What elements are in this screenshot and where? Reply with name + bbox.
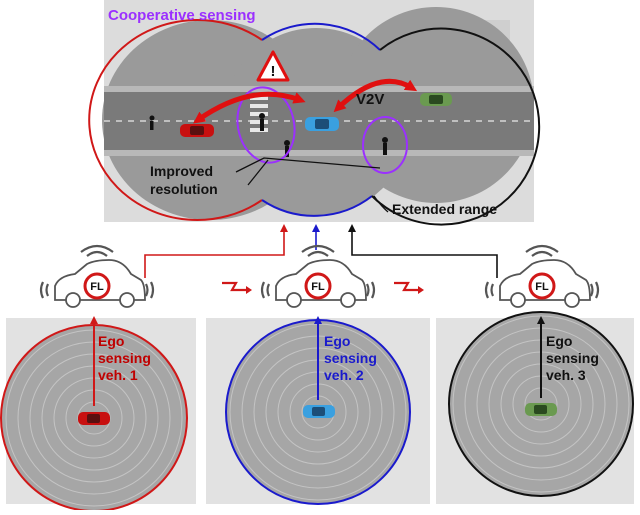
- warning-icon: !: [256, 50, 290, 82]
- vehicle-2-fl-label: FL: [311, 281, 325, 293]
- v2v-label: V2V: [356, 91, 384, 108]
- improved-callout-line: [235, 157, 381, 173]
- improved-callout-line-2: [247, 159, 269, 186]
- panel-title: Cooperative sensing: [108, 7, 256, 24]
- extended-range-label: Extended range: [392, 201, 497, 217]
- ego-panel-1-car: [78, 412, 110, 425]
- v2v-arrow-right: [333, 78, 418, 113]
- ego-panel-2-label-1: Ego: [324, 333, 350, 349]
- ego-panel-3-car: [525, 403, 557, 416]
- improved-resolution-highlight-2: [362, 116, 408, 174]
- blue-coverage-outline-bottom: [261, 195, 373, 217]
- vehicle-1-fl-label: FL: [90, 281, 104, 293]
- blue-coverage-outline-top: [261, 22, 381, 51]
- ego-panel-3-label-2: sensing: [546, 350, 599, 366]
- improved-label: Improved: [150, 163, 213, 179]
- ego-panel-2-label-3: veh. 2: [324, 367, 364, 383]
- cooperative-panel: ! Cooperative sensing V2V Improved resol…: [88, 0, 541, 226]
- ego-panel-1-label-1: Ego: [98, 333, 124, 349]
- car-red-top: [180, 124, 214, 137]
- vehicle-3-fl-label: FL: [535, 281, 549, 293]
- vehicle-icons: FL FL FL: [39, 244, 600, 308]
- vehicle-3-icon: FL: [484, 244, 600, 308]
- ego-panel-1-label-3: veh. 1: [98, 367, 138, 383]
- v2v-arrow-left: [193, 91, 306, 124]
- uplink-arrow-veh1: [144, 224, 288, 278]
- v2v-link-2-3: [394, 281, 424, 294]
- v2v-link-1-2: [222, 281, 252, 294]
- ego-panel-2-car: [303, 405, 335, 418]
- ego-panel-2-label-2: sensing: [324, 350, 377, 366]
- ego-panel-3-label-3: veh. 3: [546, 367, 586, 383]
- vehicle-2-icon: FL: [260, 244, 376, 308]
- ego-panel-3-label-1: Ego: [546, 333, 572, 349]
- resolution-label: resolution: [150, 181, 218, 197]
- red-coverage-outline: [88, 19, 263, 221]
- extended-callout-line: [373, 195, 389, 213]
- ego-panel-1: Ego sensing veh. 1: [0, 316, 196, 512]
- car-blue-top: [305, 117, 339, 131]
- ego-panel-3-outline: [448, 311, 634, 497]
- car-green-top: [420, 93, 452, 106]
- uplink-arrow-veh3: [348, 224, 498, 278]
- ego-panel-3: Ego sensing veh. 3: [436, 311, 634, 504]
- ego-panel-2: Ego sensing veh. 2: [206, 316, 430, 505]
- warning-mark: !: [271, 63, 276, 80]
- ego-panel-1-label-2: sensing: [98, 350, 151, 366]
- black-coverage-outline: [371, 27, 541, 226]
- vehicle-1-icon: FL: [39, 244, 155, 308]
